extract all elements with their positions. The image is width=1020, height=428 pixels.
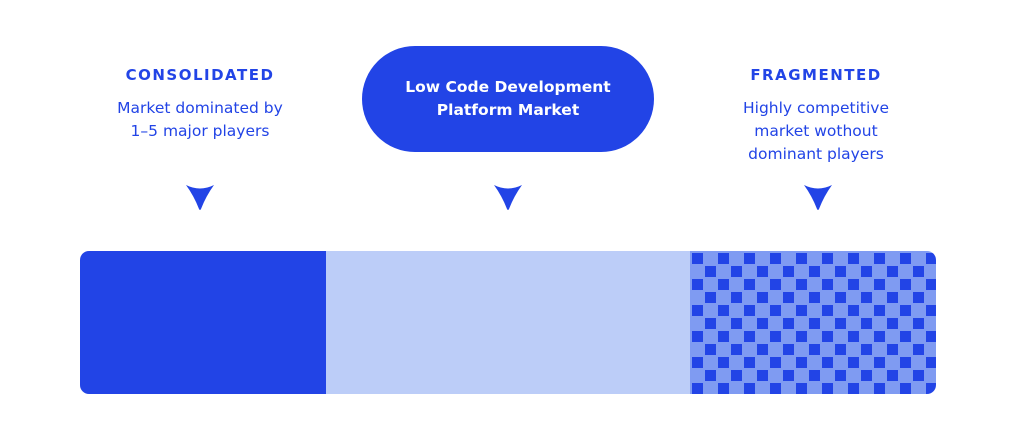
fragmented-description: Highly competitive market wothout domina… [700, 97, 932, 166]
arrow-down-icon [186, 185, 214, 210]
fragmented-segment [690, 251, 936, 394]
consolidated-segment [80, 251, 326, 394]
consolidated-heading: CONSOLIDATED [125, 66, 275, 84]
market-pill-line: Low Code Development [405, 78, 611, 96]
market-pill: Low Code Development Platform Market [362, 46, 654, 152]
mid-segment [326, 251, 690, 394]
consolidated-description-line: 1–5 major players [130, 122, 270, 140]
fragmented-description-line: market wothout [754, 122, 878, 140]
arrow-down-icon [494, 185, 522, 210]
consolidated-description-line: Market dominated by [117, 99, 283, 117]
arrow-down-icon [804, 185, 832, 210]
market-pill-line: Platform Market [436, 101, 580, 119]
market-spectrum-graphic [80, 251, 936, 394]
fragmented-heading: FRAGMENTED [750, 66, 882, 84]
fragmented-description-line: dominant players [748, 145, 884, 163]
market-spectrum-bar [80, 251, 936, 394]
consolidated-description: Market dominated by 1–5 major players [84, 97, 316, 143]
fragmented-description-line: Highly competitive [743, 99, 889, 117]
market-pill-label: Low Code Development Platform Market [405, 76, 610, 122]
